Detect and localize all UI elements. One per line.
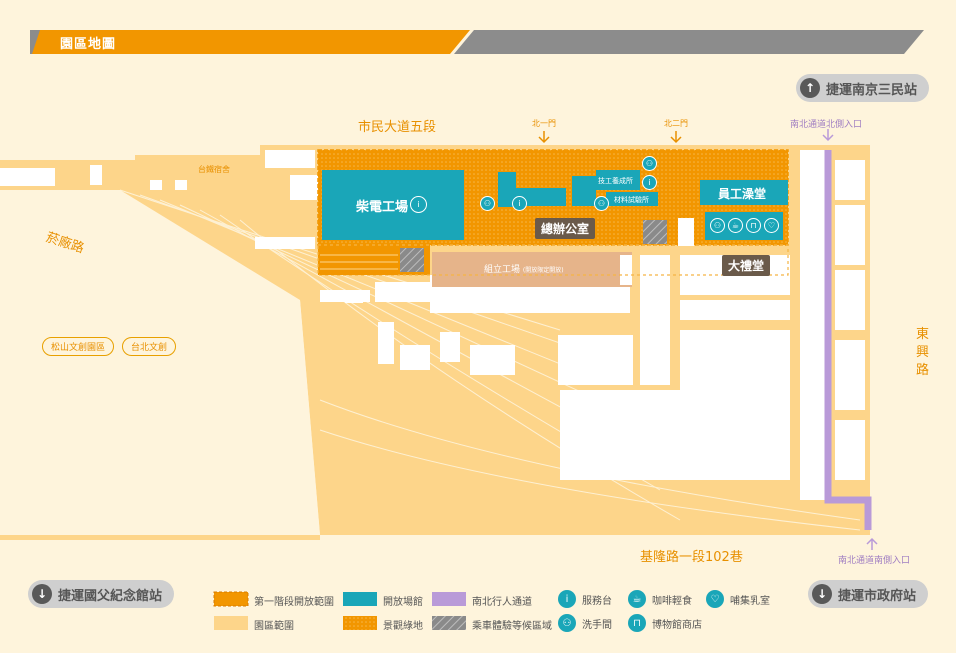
legend-shop: 博物館商店 xyxy=(652,619,702,631)
info-icon: i xyxy=(512,196,527,211)
gate-north1: 北一門 xyxy=(532,119,556,128)
legend-swatch-open-venue xyxy=(343,592,377,606)
legend-nursing-item: ♡ 哺集乳室 xyxy=(706,590,770,608)
restroom-icon: ⚇ xyxy=(558,614,576,632)
banner-gray xyxy=(454,30,924,54)
legend-restroom-item: ⚇ 洗手間 xyxy=(558,614,612,632)
info-icon: i xyxy=(642,175,657,190)
metro-west-button[interactable]: ↓ 捷運國父紀念館站 xyxy=(28,580,175,608)
legend-waiting: 乘車體驗等候區域 xyxy=(472,621,552,632)
label-tech-center: 技工養成所 xyxy=(598,177,633,185)
page-title: 園區地圖 xyxy=(60,37,117,52)
legend-open-venue: 開放場館 xyxy=(383,597,423,608)
info-icon: i xyxy=(410,196,427,213)
shop-icon: ⊓ xyxy=(628,614,646,632)
legend-cafe-item: ☕ 咖啡輕食 xyxy=(628,590,692,608)
legend-cafe: 咖啡輕食 xyxy=(652,595,692,607)
metro-north-label: 捷運南京三民站 xyxy=(826,82,918,98)
pill-songshan: 松山文創園區 xyxy=(42,337,115,356)
restroom-icon: ⚇ xyxy=(642,156,657,171)
restroom-icon: ⚇ xyxy=(710,218,725,233)
waiting-area-1 xyxy=(400,248,424,272)
legend-swatch-phase1 xyxy=(213,591,249,607)
legend-nursing: 哺集乳室 xyxy=(730,595,770,607)
assembly-note: (開放限定開放) xyxy=(522,267,564,274)
legend-swatch-pedestrian xyxy=(432,592,466,606)
legend-swatch-park xyxy=(214,616,248,630)
metro-east-label: 捷運市政府站 xyxy=(838,588,917,604)
pedestrian-path xyxy=(824,150,872,530)
arrow-down-icon: ↓ xyxy=(32,584,52,604)
tag-office: 總辦公室 xyxy=(535,218,596,239)
label-railway-dorm: 台鐵宿舍 xyxy=(198,165,230,174)
legend-park: 園區範圍 xyxy=(254,621,294,632)
legend-service-item: i 服務台 xyxy=(558,590,612,608)
banner-orange xyxy=(30,30,470,54)
arrow-down-icon: ↓ xyxy=(812,584,832,604)
metro-east-button[interactable]: ↓ 捷運市政府站 xyxy=(808,580,929,608)
legend-restroom: 洗手間 xyxy=(582,619,612,631)
label-material-lab: 材料試驗所 xyxy=(614,196,649,204)
nursing-icon: ♡ xyxy=(706,590,724,608)
info-icon: i xyxy=(558,590,576,608)
road-east: 東興路 xyxy=(916,327,930,378)
road-south: 基隆路一段102巷 xyxy=(640,550,743,565)
waiting-area-2 xyxy=(643,220,667,244)
legend-pedestrian: 南北行人通道 xyxy=(472,597,532,608)
gate-arrows xyxy=(538,131,682,144)
gate-purple-north: 南北通道北側入口 xyxy=(790,120,863,130)
metro-north-button[interactable]: ↑ 捷運南京三民站 xyxy=(796,74,930,102)
label-bathhouse: 員工澡堂 xyxy=(718,187,767,201)
legend-landscape: 景觀綠地 xyxy=(383,621,423,632)
legend-shop-item: ⊓ 博物館商店 xyxy=(628,614,702,632)
shop-icon: ⊓ xyxy=(746,218,761,233)
restroom-icon: ⚇ xyxy=(594,196,609,211)
pill-taipei-wenchuang: 台北文創 xyxy=(122,337,177,356)
gate-purple-south: 南北通道南側入口 xyxy=(838,556,911,566)
gate-north2: 北二門 xyxy=(664,119,688,128)
legend-service: 服務台 xyxy=(582,595,612,607)
nursing-icon: ♡ xyxy=(764,218,779,233)
cafe-icon: ☕ xyxy=(628,590,646,608)
label-assembly: 組立工場 (開放限定開放) xyxy=(484,262,564,275)
assembly-name: 組立工場 xyxy=(484,265,521,275)
legend-swatch-waiting xyxy=(432,616,466,630)
tag-hall: 大禮堂 xyxy=(722,255,771,276)
open-venues xyxy=(322,170,788,240)
cafe-icon: ☕ xyxy=(728,218,743,233)
restroom-icon: ⚇ xyxy=(480,196,495,211)
label-power-factory: 柴電工場 xyxy=(356,200,409,215)
arrow-up-icon: ↑ xyxy=(800,78,820,98)
metro-west-label: 捷運國父紀念館站 xyxy=(58,588,163,604)
legend-swatch-landscape xyxy=(343,616,377,630)
assembly-hall xyxy=(432,252,632,287)
legend-phase1: 第一階段開放範圍 xyxy=(254,597,334,608)
road-north: 市民大道五段 xyxy=(358,120,437,135)
